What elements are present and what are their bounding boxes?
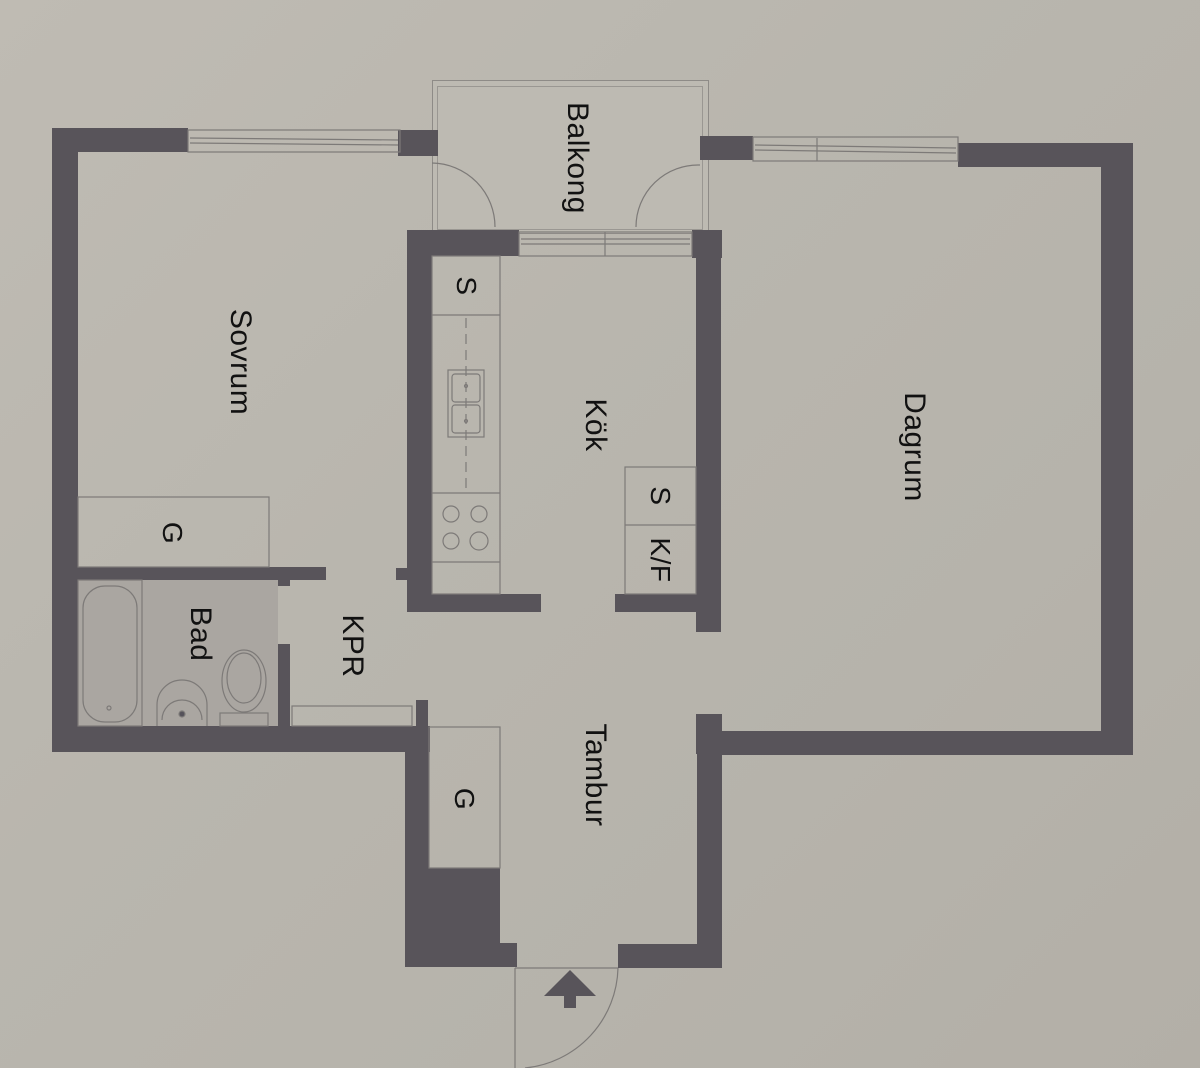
label-wardrobe-tambur: G xyxy=(449,787,480,811)
label-dagrum: Dagrum xyxy=(898,392,931,502)
label-cabinet-left: S xyxy=(451,276,482,296)
wall-bad-right-top-stub xyxy=(278,578,290,586)
wardrobe-sovrum xyxy=(77,496,270,568)
label-wardrobe-sovrum: G xyxy=(157,521,188,545)
label-tambur: Tambur xyxy=(579,723,612,827)
wall-bad-right xyxy=(278,644,290,728)
window-kitchen xyxy=(518,231,693,257)
label-kpr: KPR xyxy=(336,614,369,678)
label-kok: Kök xyxy=(579,398,612,452)
balcony-door-left xyxy=(431,162,496,228)
wall-sovrum-top-pillar xyxy=(398,130,438,156)
washbasin-icon xyxy=(156,679,208,726)
window-dagrum xyxy=(752,136,959,162)
wall-tambur-bottom-right xyxy=(618,944,722,968)
wall-kitchen-bottom-left xyxy=(407,594,541,612)
label-sovrum: Sovrum xyxy=(224,308,257,416)
wall-kitchen-left-stub xyxy=(396,568,408,580)
wardrobe-tambur xyxy=(428,726,501,869)
wall-kitchen-right xyxy=(696,230,721,632)
stove-icon xyxy=(442,505,489,551)
wall-dagrum-bottom xyxy=(697,731,1133,755)
label-balkong: Balkong xyxy=(561,102,594,214)
label-fridge-freezer: K/F xyxy=(645,537,676,583)
wall-dagrum-right xyxy=(1101,143,1133,755)
wall-kitchen-bottom-right xyxy=(615,594,697,612)
wall-tambur-bottom-left xyxy=(405,943,517,967)
room-balkong xyxy=(432,80,709,234)
wall-sovrum-bad-divider xyxy=(78,567,326,580)
wall-dagrum-top-left-pillar xyxy=(700,136,753,160)
window-sovrum xyxy=(187,129,401,153)
balcony-door-right xyxy=(635,164,701,228)
entrance-door xyxy=(514,967,619,1068)
wall-tambur-right xyxy=(697,714,722,968)
wall-kitchen-left xyxy=(407,230,432,612)
kitchen-cabinet-right xyxy=(624,466,697,595)
label-bad: Bad xyxy=(184,606,217,662)
kitchen-counter xyxy=(431,255,501,595)
wall-left-outer xyxy=(52,128,78,752)
wall-bottom-left xyxy=(52,726,430,752)
label-cabinet-right: S xyxy=(645,486,676,506)
kpr-shelf xyxy=(291,705,413,727)
bathtub-icon xyxy=(77,579,143,727)
toilet-icon xyxy=(219,649,269,727)
entrance-arrow-icon xyxy=(544,970,596,1008)
sink-icon xyxy=(447,318,485,490)
wall-tambur-left-stub xyxy=(416,700,428,730)
